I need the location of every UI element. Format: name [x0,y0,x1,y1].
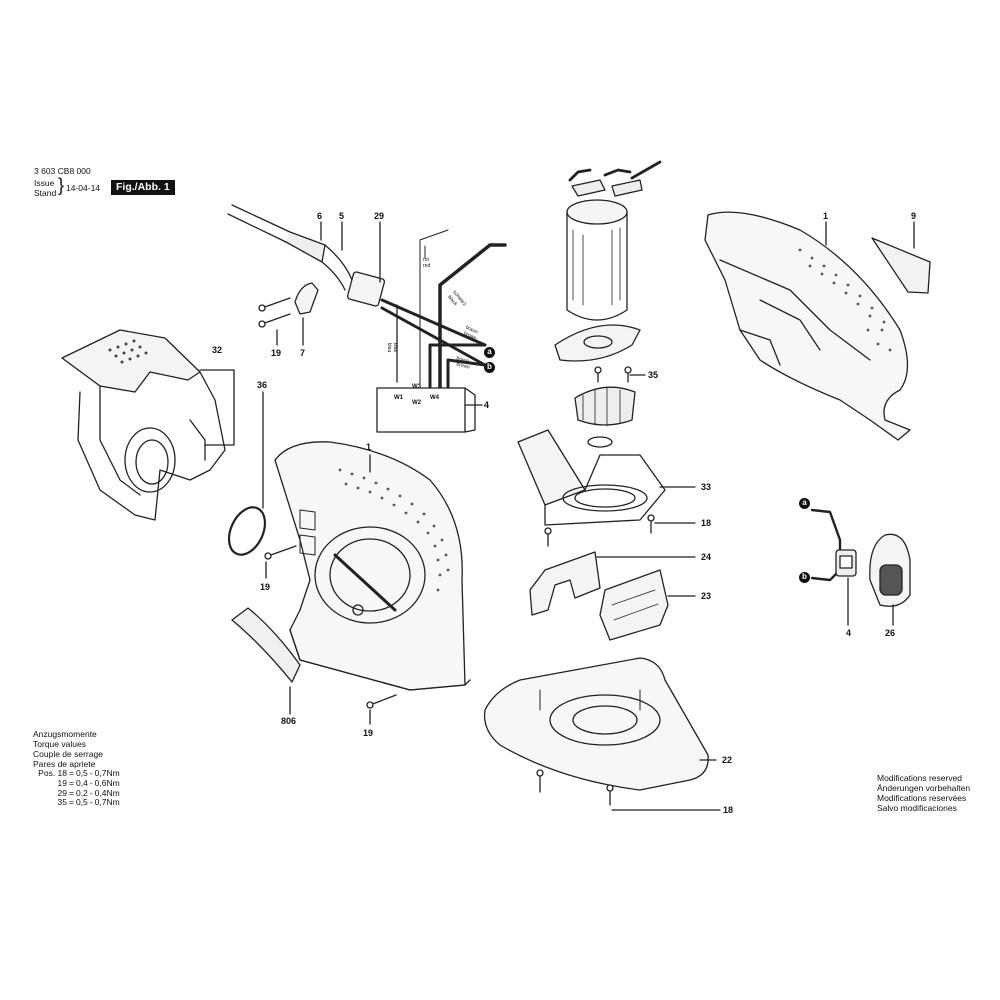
part-23-pad [599,569,669,641]
motor [554,160,662,448]
wiring [376,229,507,433]
power-cable [227,204,386,307]
torque-table: Pos. 18 = 0,5 - 0,7Nm 19 = 0,4 - 0,6Nm 2… [30,768,121,808]
part-9-label [871,237,931,294]
torque-row: 35 = 0,5 - 0,7Nm [30,798,121,808]
part-19-screws-upper [258,297,291,328]
callout-22: 22 [722,755,733,765]
callout-9: 9 [911,211,917,221]
callout-1-mid: 1 [366,442,372,452]
modifications-en: Modifications reserved [877,773,963,783]
terminal-w3: W3 [412,384,421,390]
part-1-housing-right [704,211,911,441]
callout-4-a: 4 [484,400,490,410]
torque-eq: = [69,787,74,798]
part-7-clamp [294,282,319,315]
issue-date: 14-04-14 [66,183,101,193]
part-18-screws-upper [544,514,655,547]
callout-18-a: 18 [701,518,712,528]
callout-19-a: 19 [271,348,282,358]
torque-title-fr: Couple de serrage [33,749,103,759]
modifications-de: Änderungen vorbehalten [877,783,971,793]
torque-eq: = [69,777,74,788]
torque-title-es: Pares de apriete [33,759,96,769]
callout-24: 24 [701,552,712,562]
torque-dash: - [89,797,93,808]
wire-label-rot: rot [423,257,429,263]
callout-35: 35 [648,370,659,380]
modifications-fr: Modifications reservées [877,793,967,803]
torque-pos: 19 [57,777,67,788]
part-18-screws-lower [536,769,614,806]
torque-pos: 29 [57,787,67,798]
torque-min: 0,5 [75,797,88,808]
stand-label: Stand [34,188,57,198]
part-19-screw-lower [366,694,397,709]
callout-32: 32 [212,345,223,355]
torque-min: 0,5 [75,768,88,778]
part-33-housing [517,429,666,526]
part-32-dust-box [61,329,226,521]
switch-4-wired [810,508,857,582]
torque-row: Pos. 18 = 0,5 - 0,7Nm [30,768,121,779]
part-22-base-plate [483,657,709,791]
torque-eq: = [69,797,74,808]
callout-36: 36 [257,380,268,390]
modifications-es: Salvo modificaciones [877,803,957,813]
leader-32 [199,369,235,446]
part-19-screw-middle [264,545,297,560]
callout-26: 26 [885,628,896,638]
torque-min: 0,4 [75,777,88,788]
callout-18-b: 18 [723,805,734,815]
callout-23: 23 [701,591,712,601]
torque-max: 0,7Nm [94,797,120,808]
wire-label-blue: blue [392,342,399,353]
connector-b: b [484,362,495,373]
terminal-w4: W4 [430,395,439,401]
callout-806: 806 [281,716,297,726]
torque-dash: - [89,768,93,778]
part-1-housing-left [274,441,471,691]
figure-badge: Fig./Abb. 1 [111,180,175,195]
torque-dash: - [89,777,93,788]
torque-title-en: Torque values [33,739,86,749]
torque-title-de: Anzugsmomente [33,729,97,739]
issue-label: Issue [34,178,55,188]
torque-dash: - [89,787,93,798]
torque-pos: 35 [57,797,67,808]
torque-eq: = [69,768,74,778]
connector-a-switch: a [799,498,810,509]
connector-b-switch: b [799,572,810,583]
part-number: 3 603 CB8 000 [34,166,91,176]
callout-19-b: 19 [260,582,271,592]
wire-label-red: red [423,263,431,269]
part-36-oring [227,506,267,556]
part-35-screws [594,366,632,383]
torque-max: 0,4Nm [94,787,120,798]
torque-max: 0,7Nm [94,768,120,778]
callout-5: 5 [339,211,345,221]
part-26-cap [869,533,911,607]
torque-max: 0,6Nm [94,777,120,788]
brace-icon: } [58,175,65,195]
callout-33: 33 [701,482,712,492]
torque-pos: Pos. 18 [38,768,67,778]
terminal-w1: W1 [394,395,403,401]
part-24-pad [529,551,601,616]
callout-29: 29 [374,211,385,221]
part-806-strip [231,607,301,683]
torque-min: 0,2 [75,787,88,798]
connector-a: a [484,347,495,358]
callout-7: 7 [300,348,306,358]
terminal-w2: W2 [412,400,421,406]
callout-6: 6 [317,211,323,221]
torque-row: 19 = 0,4 - 0,6Nm [30,777,121,789]
callout-4-b: 4 [846,628,852,638]
wire-label-blau: blau [386,342,393,353]
callout-19-c: 19 [363,728,374,738]
callout-1-top: 1 [823,211,829,221]
torque-row: 29 = 0,2 - 0,4Nm [30,787,121,799]
